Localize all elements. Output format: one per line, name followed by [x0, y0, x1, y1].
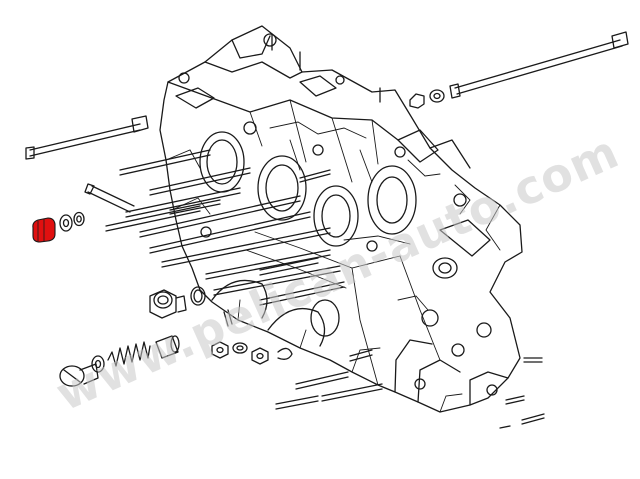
spring-washer[interactable] — [277, 347, 293, 360]
case-studs[interactable] — [105, 149, 345, 306]
lower-studs[interactable] — [275, 349, 383, 410]
short-stud-upper[interactable] — [84, 183, 135, 213]
washer-right-bolt[interactable] — [429, 89, 445, 103]
washer-drain-screw[interactable] — [91, 355, 105, 373]
washer-cap-nut[interactable] — [59, 214, 73, 232]
o-ring-plug[interactable] — [190, 286, 206, 306]
long-through-bolt-right[interactable] — [449, 31, 629, 99]
long-through-bolt-left[interactable] — [25, 115, 149, 160]
relief-spring[interactable] — [107, 341, 151, 367]
top-studs[interactable] — [271, 33, 381, 103]
lower-stud-1[interactable] — [223, 309, 233, 327]
threaded-plug[interactable] — [149, 289, 187, 319]
nut-right-bolt[interactable] — [409, 93, 425, 109]
right-studs[interactable] — [499, 357, 545, 429]
relief-piston[interactable] — [155, 335, 180, 359]
cap-nut[interactable] — [32, 217, 56, 243]
seal-ring-cap-nut[interactable] — [73, 211, 85, 227]
washer-1[interactable] — [232, 342, 248, 354]
drain-screw[interactable] — [59, 363, 99, 387]
hex-nut-2[interactable] — [251, 347, 269, 365]
hex-nut-1[interactable] — [211, 341, 229, 359]
